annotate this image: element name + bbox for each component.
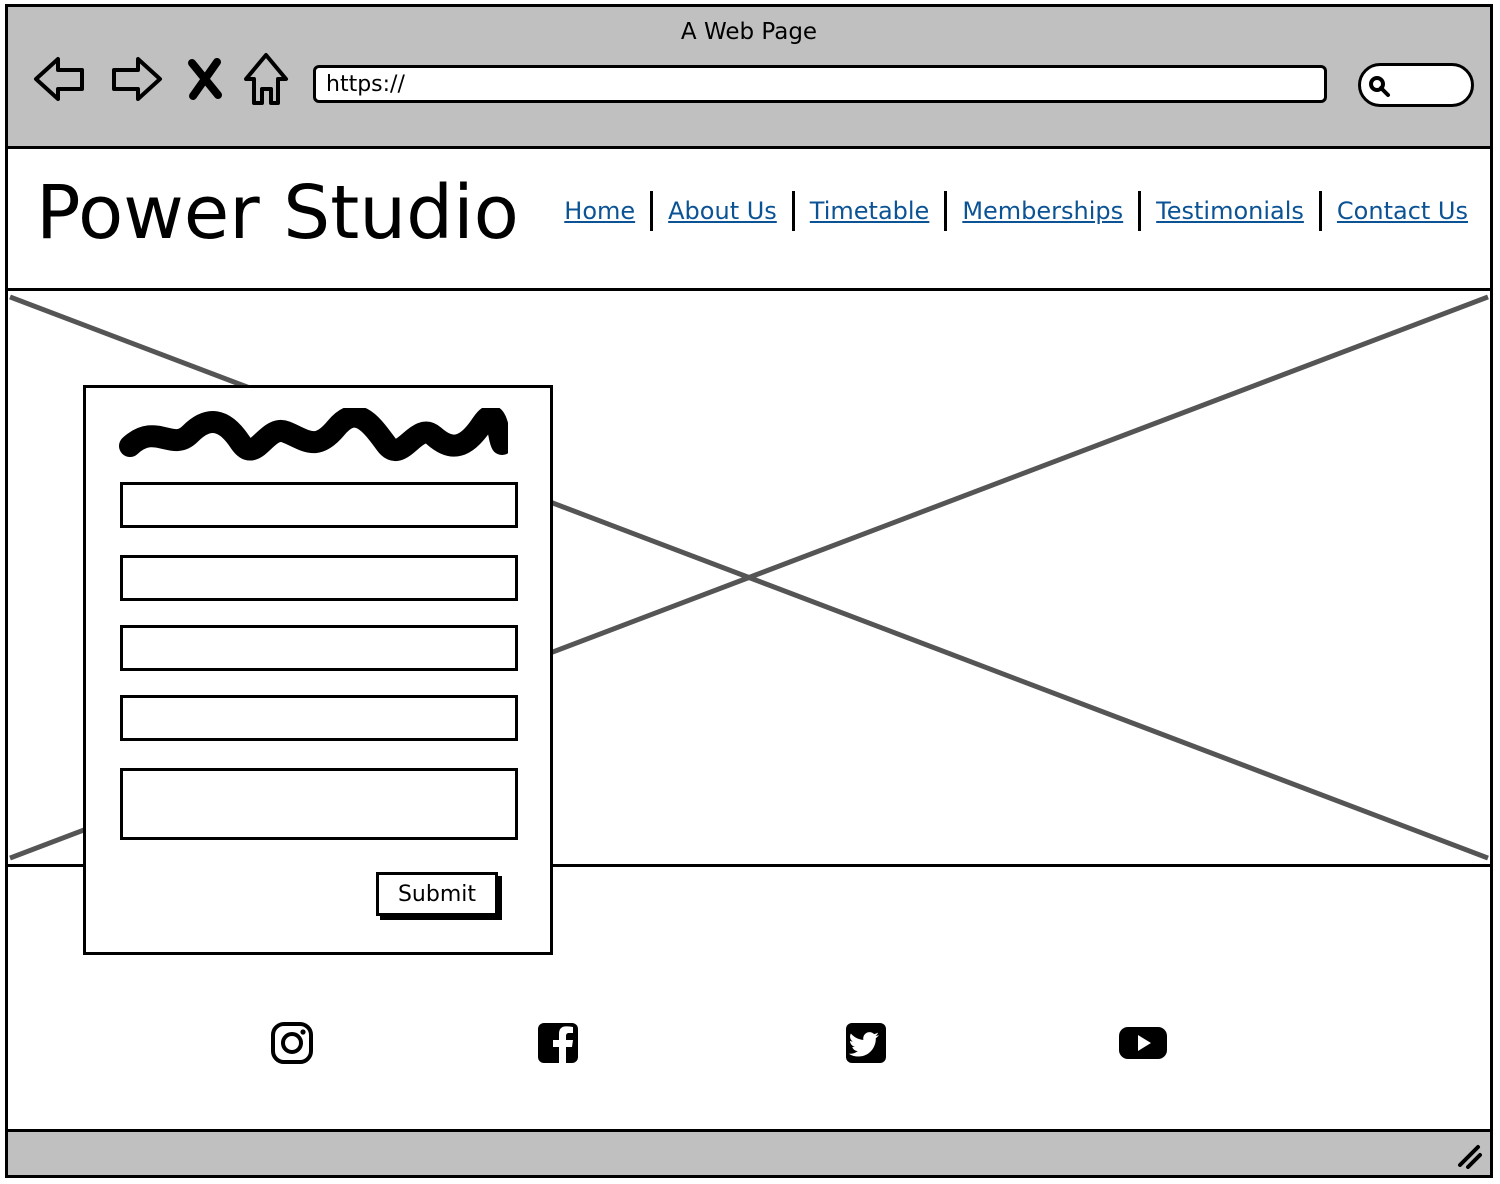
form-heading-scribble xyxy=(119,408,508,461)
site-brand[interactable]: Power Studio xyxy=(36,170,519,256)
nav-link-contact-us[interactable]: Contact Us xyxy=(1336,197,1468,225)
nav-link-timetable[interactable]: Timetable xyxy=(809,197,930,225)
form-field-1[interactable] xyxy=(120,482,518,528)
browser-search-field[interactable] xyxy=(1358,63,1474,107)
youtube-icon[interactable] xyxy=(1118,1021,1168,1065)
site-header: Power Studio Home About Us Timetable Mem… xyxy=(8,149,1490,291)
close-icon[interactable] xyxy=(180,49,230,109)
facebook-icon[interactable] xyxy=(536,1021,580,1065)
forward-arrow-icon[interactable] xyxy=(106,49,166,109)
nav-divider xyxy=(791,191,795,231)
form-field-3[interactable] xyxy=(120,625,518,671)
nav-divider xyxy=(1318,191,1322,231)
resize-grip-icon[interactable] xyxy=(1452,1139,1482,1169)
nav-link-home[interactable]: Home xyxy=(564,197,636,225)
form-field-4[interactable] xyxy=(120,695,518,741)
window-status-bar xyxy=(8,1129,1490,1175)
nav-link-memberships[interactable]: Memberships xyxy=(962,197,1124,225)
main-navigation: Home About Us Timetable Memberships Test… xyxy=(564,189,1468,233)
window-title: A Web Page xyxy=(680,19,818,45)
instagram-icon[interactable] xyxy=(270,1021,314,1065)
nav-divider xyxy=(650,191,654,231)
twitter-icon[interactable] xyxy=(844,1021,888,1065)
url-bar[interactable]: https:// xyxy=(313,65,1327,103)
nav-link-testimonials[interactable]: Testimonials xyxy=(1156,197,1304,225)
nav-divider xyxy=(944,191,948,231)
contact-form-card: Submit xyxy=(83,385,553,955)
search-icon xyxy=(1369,76,1390,97)
home-icon[interactable] xyxy=(236,49,296,109)
browser-toolbar: A Web Page https:// xyxy=(8,7,1490,149)
browser-window: A Web Page https:// xyxy=(5,4,1493,1178)
form-message-textarea[interactable] xyxy=(120,768,518,840)
submit-button[interactable]: Submit xyxy=(376,872,498,916)
form-field-2[interactable] xyxy=(120,555,518,601)
nav-link-about-us[interactable]: About Us xyxy=(668,197,777,225)
back-arrow-icon[interactable] xyxy=(30,49,90,109)
nav-divider xyxy=(1138,191,1142,231)
